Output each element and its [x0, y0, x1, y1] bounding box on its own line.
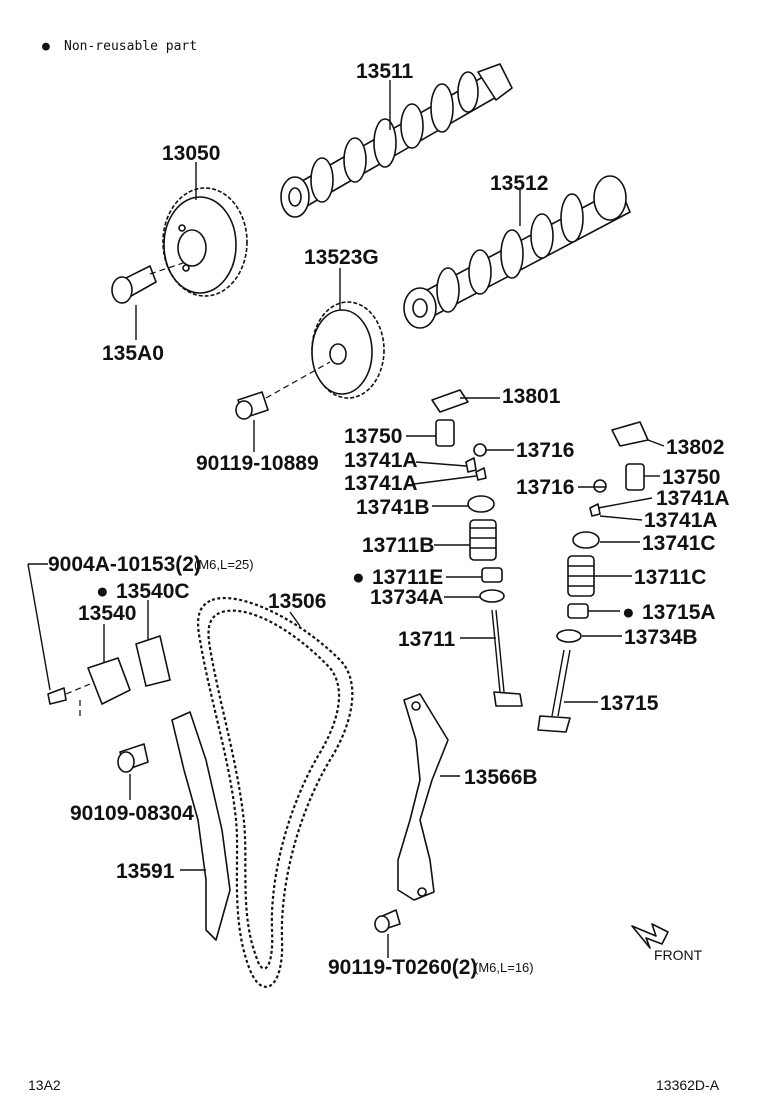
bolt-90119-T0260-drawing [374, 909, 401, 933]
label-90119-T0260: 90119-T0260(2) [328, 956, 477, 979]
label-13711: 13711 [398, 628, 456, 651]
chain-guide-13591-drawing [171, 711, 231, 941]
label-13802: 13802 [666, 436, 724, 459]
label-90119-T0260-spec: (M6,L=16) [474, 960, 534, 975]
label-13715: 13715 [600, 692, 659, 715]
label-13734B: 13734B [624, 626, 698, 649]
label-13711B: 13711B [362, 534, 434, 557]
label-13715A: 13715A [642, 601, 716, 624]
label-13741A-right-2: 13741A [644, 509, 718, 532]
label-9004A-10153: 9004A-10153(2) [48, 553, 201, 576]
vvt-gear-13050-drawing [162, 187, 248, 297]
label-13741A-right-1: 13741A [656, 487, 730, 510]
part-labels: 13511 13050 13512 135A0 13523G 90119-108… [48, 60, 730, 979]
timing-chain-13506-drawing [196, 597, 354, 988]
label-13741A-left-2: 13741A [344, 472, 418, 495]
label-13591: 13591 [116, 860, 175, 883]
label-13741C: 13741C [642, 532, 716, 555]
chain-slipper-13566B-drawing [397, 693, 449, 901]
tensioner-13540-drawing [47, 635, 171, 718]
legend: ● Non-reusable part [42, 39, 197, 54]
label-13540C: 13540C [116, 580, 190, 603]
footer-right-code: 13362D-A [656, 1077, 720, 1093]
label-13734A: 13734A [370, 586, 444, 609]
label-13741B: 13741B [356, 496, 430, 519]
label-135A0: 135A0 [102, 342, 164, 365]
label-13523G: 13523G [304, 246, 379, 269]
left-valve-assembly-drawing [431, 389, 523, 707]
label-13750-right: 13750 [662, 466, 720, 489]
label-13511: 13511 [356, 60, 414, 83]
sprocket-13523G-drawing [311, 301, 385, 399]
footer-left-code: 13A2 [28, 1077, 61, 1093]
camshaft-13511-drawing [280, 63, 513, 218]
bolt-90109-08304-drawing [117, 743, 149, 773]
front-label: FRONT [654, 947, 703, 963]
label-90109-08304: 90109-08304 [70, 802, 194, 825]
label-9004A-10153-spec: (M6,L=25) [194, 557, 254, 572]
camshaft-13512-drawing [403, 175, 631, 329]
label-13540: 13540 [78, 602, 136, 625]
label-13716-left: 13716 [516, 439, 574, 462]
label-13801: 13801 [502, 385, 561, 408]
right-valve-assembly-drawing [537, 421, 649, 733]
bullet-13715A: ● [622, 601, 635, 624]
label-13716-right: 13716 [516, 476, 574, 499]
leader-lines [27, 80, 665, 958]
bolt-90119-10889-drawing [235, 361, 331, 420]
label-13711E: 13711E [372, 566, 443, 589]
label-13050: 13050 [162, 142, 220, 165]
bullet-13540C: ● [96, 580, 109, 603]
label-90119-10889: 90119-10889 [196, 452, 319, 475]
label-13750-left: 13750 [344, 425, 402, 448]
legend-text: Non-reusable part [64, 39, 197, 54]
label-13512: 13512 [490, 172, 548, 195]
label-13566B: 13566B [464, 766, 538, 789]
legend-bullet: ● [42, 39, 50, 54]
label-13506: 13506 [268, 590, 326, 613]
front-arrow-icon [631, 923, 669, 949]
bullet-13711E: ● [352, 566, 365, 589]
label-13741A-left-1: 13741A [344, 449, 418, 472]
label-13711C: 13711C [634, 566, 706, 589]
bolt-135A0-drawing [111, 261, 187, 304]
footer: 13A2 13362D-A [28, 1077, 720, 1093]
